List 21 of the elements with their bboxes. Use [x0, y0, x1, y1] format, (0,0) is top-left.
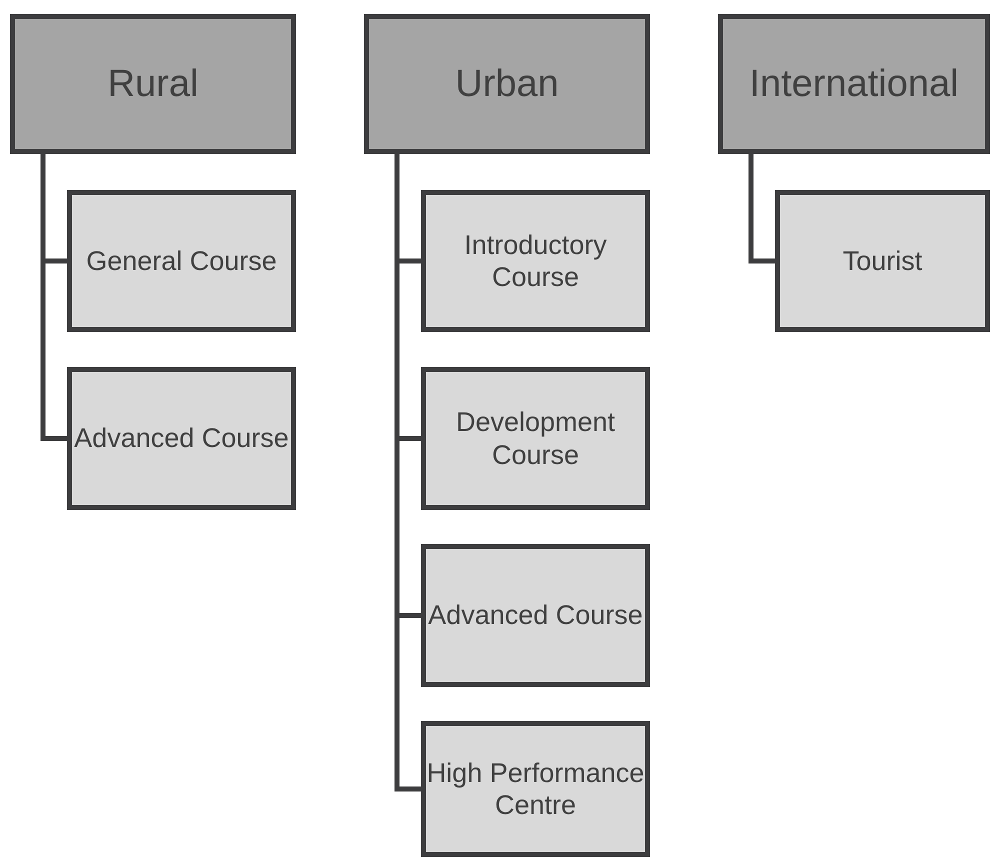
category-box: [718, 14, 990, 154]
box-label: Development Course: [454, 406, 616, 471]
box-label: Introductory Course: [463, 228, 608, 294]
course-box: [421, 721, 650, 857]
course-box: [67, 367, 296, 510]
box-label: General Course: [86, 244, 277, 278]
box-label: International: [749, 62, 959, 106]
course-box: [775, 190, 990, 332]
course-box: [421, 367, 650, 510]
course-box: [421, 190, 650, 332]
box-label: Urban: [455, 62, 559, 106]
course-box: [421, 544, 650, 687]
category-box: [10, 14, 296, 154]
connector-line: [748, 154, 775, 264]
box-label: Tourist: [842, 244, 922, 278]
box-label: Rural: [108, 62, 198, 106]
box-label: Advanced Course: [74, 422, 289, 455]
box-label: Advanced Course: [428, 599, 643, 632]
box-label: High Performance Centre: [426, 756, 645, 822]
category-box: [364, 14, 650, 154]
course-box: [67, 190, 296, 332]
